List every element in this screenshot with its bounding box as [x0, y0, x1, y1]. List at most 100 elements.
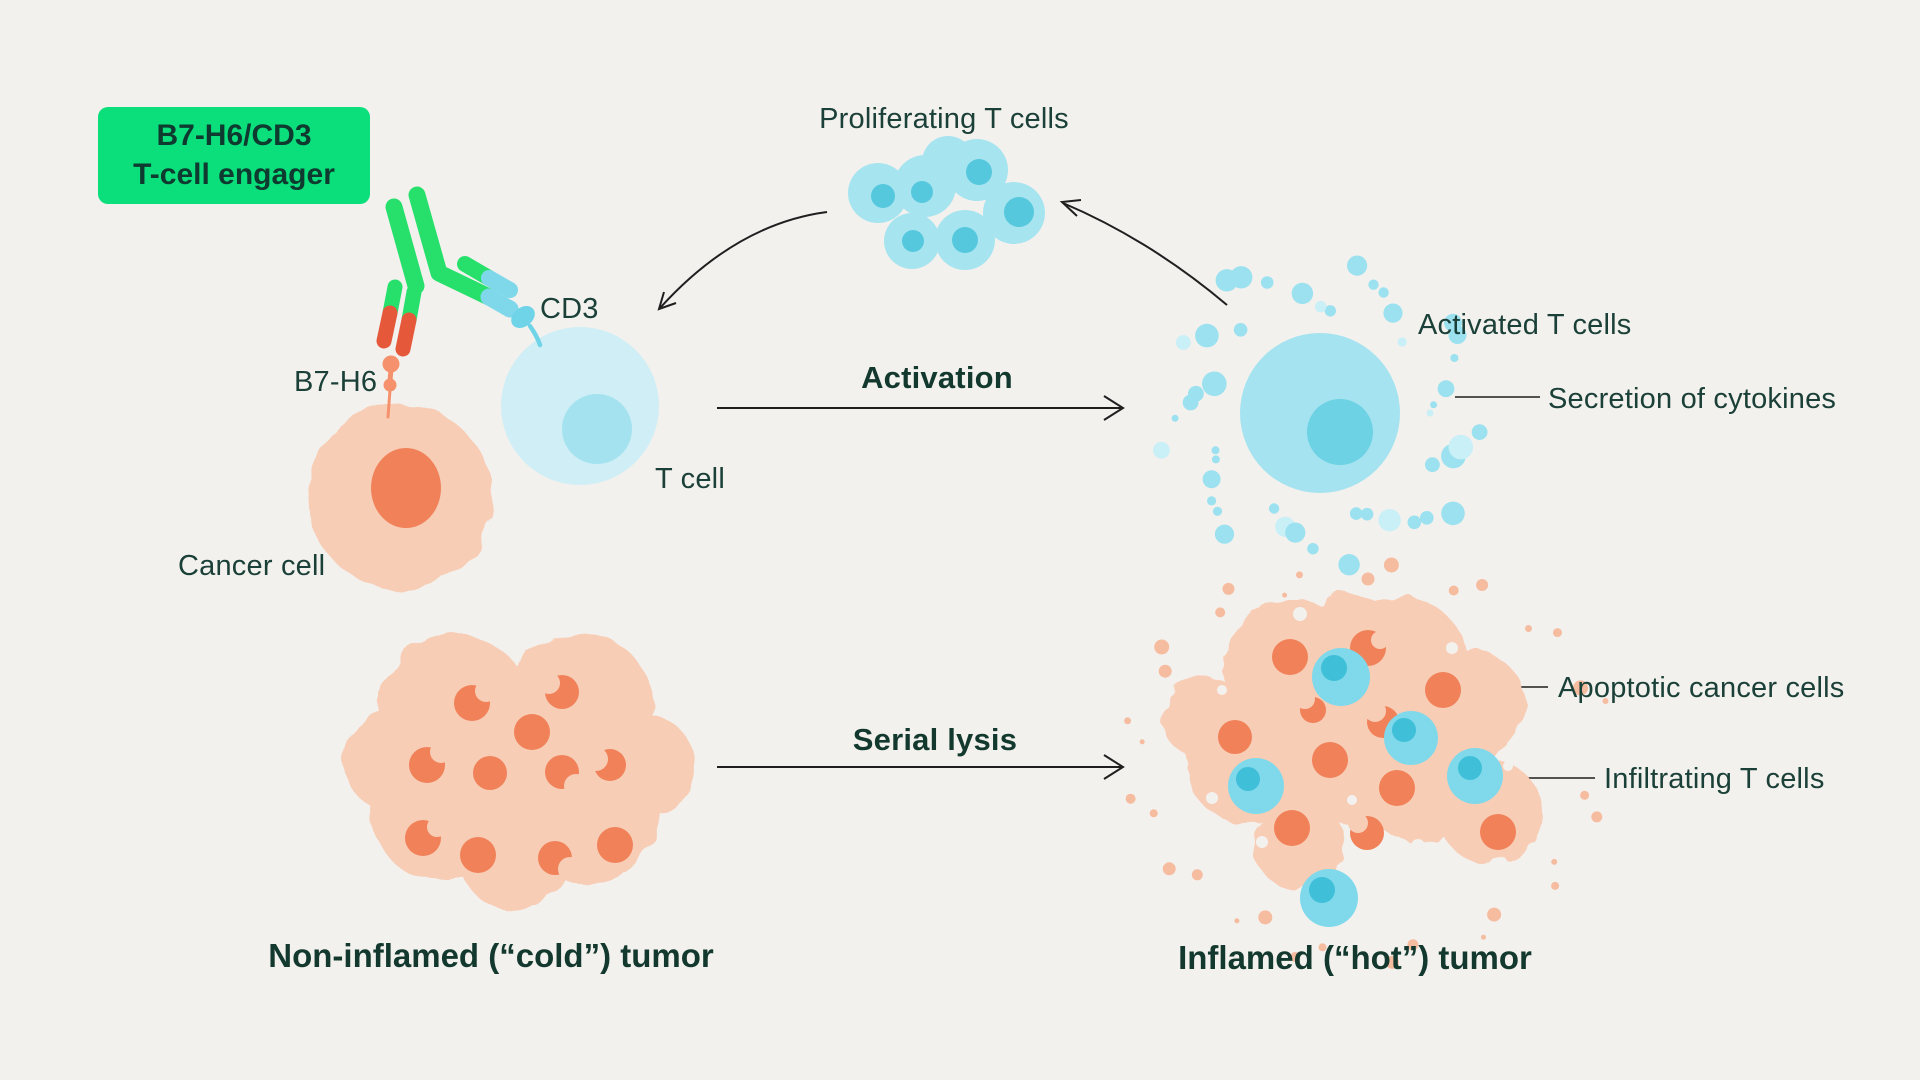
label-b7h6: B7-H6 — [294, 366, 378, 398]
label-cd3: CD3 — [540, 293, 599, 325]
decorative-dot — [1154, 639, 1170, 655]
decorative-dot — [1591, 811, 1603, 823]
decorative-dot — [1191, 869, 1203, 881]
decorative-dot — [1214, 524, 1235, 544]
decorative-dot — [1211, 446, 1220, 455]
decorative-dot — [1215, 269, 1239, 292]
decorative-dot — [1553, 628, 1562, 638]
decorative-dot — [1448, 434, 1474, 460]
decorative-dot — [1182, 394, 1199, 411]
caption-cold-tumor: Non-inflamed (“cold”) tumor — [268, 937, 714, 974]
decorative-dot — [1202, 371, 1227, 397]
decorative-dot — [1282, 592, 1288, 598]
badge-line2: T-cell engager — [133, 157, 335, 191]
decorative-dot — [1171, 414, 1179, 422]
cancer-cell-nucleus — [371, 448, 441, 528]
decorative-dot — [1385, 955, 1399, 969]
decorative-dot — [1162, 862, 1176, 876]
infiltrating-t-cells — [1228, 648, 1503, 927]
decorative-dot — [1476, 579, 1489, 591]
decorative-dot — [1175, 335, 1191, 350]
arrow-curved-right — [1059, 199, 1228, 306]
decorative-dot — [1233, 323, 1248, 337]
decorative-dot — [1296, 571, 1303, 579]
decorative-dot — [1407, 939, 1419, 951]
decorative-dot — [1383, 557, 1399, 573]
decorative-dot — [1481, 934, 1486, 940]
hot-tumor-nuclei — [1218, 630, 1516, 850]
proliferating-t-cells — [848, 136, 1045, 270]
decorative-dot — [1397, 337, 1407, 347]
decorative-dot — [1347, 255, 1368, 276]
decorative-dot — [1360, 507, 1374, 521]
decorative-dot — [1383, 303, 1403, 323]
decorative-dot — [1222, 582, 1235, 595]
decorative-dot — [1318, 943, 1327, 952]
decorative-dot — [1378, 509, 1401, 532]
decorative-dot — [1426, 409, 1434, 417]
cytokine-dots — [1153, 255, 1488, 576]
activated-t-cell-nucleus — [1307, 399, 1373, 465]
decorative-dot — [1149, 809, 1158, 818]
cancer-cell — [308, 405, 492, 589]
decorative-dot — [1215, 607, 1226, 618]
label-activated-t-cells: Activated T cells — [1418, 309, 1632, 341]
decorative-dot — [1551, 881, 1560, 890]
label-cancer-cell: Cancer cell — [178, 550, 326, 582]
cold-tumor-nuclei-bites — [427, 672, 608, 881]
badge-line1: B7-H6/CD3 — [156, 119, 312, 153]
decorative-dot — [1268, 503, 1280, 514]
hot-tumor — [1124, 557, 1609, 969]
label-t-cell: T cell — [655, 463, 725, 495]
decorative-dot — [1202, 470, 1221, 489]
label-serial-lysis: Serial lysis — [852, 722, 1018, 757]
antibody — [376, 186, 519, 357]
decorative-dot — [1153, 441, 1170, 459]
decorative-dot — [1361, 572, 1375, 586]
t-cell — [501, 327, 659, 485]
decorative-dot — [1211, 455, 1220, 464]
activated-t-cell — [1153, 255, 1488, 576]
label-activation: Activation — [861, 360, 1013, 395]
decorative-dot — [1437, 380, 1455, 398]
decorative-dot — [1207, 496, 1217, 506]
engager-badge: B7-H6/CD3 T-cell engager — [98, 107, 370, 204]
decorative-dot — [1258, 910, 1273, 925]
decorative-dot — [1368, 279, 1379, 290]
hot-tumor-nuclei-bites — [1295, 631, 1389, 833]
cold-tumor — [343, 633, 695, 910]
decorative-dot — [1124, 717, 1132, 725]
cd3-antigen — [511, 306, 543, 348]
label-infiltrating-t-cells: Infiltrating T cells — [1604, 763, 1825, 795]
decorative-dot — [1525, 625, 1532, 632]
hot-tumor-holes — [1206, 607, 1513, 853]
decorative-dot — [1234, 918, 1240, 924]
decorative-dot — [1471, 424, 1488, 440]
decorative-dot — [1290, 952, 1301, 962]
label-apoptotic-cancer-cells: Apoptotic cancer cells — [1558, 672, 1845, 704]
decorative-dot — [1314, 300, 1327, 313]
decorative-dot — [1441, 501, 1465, 526]
decorative-dot — [1158, 664, 1172, 678]
arrow-activation — [717, 395, 1125, 421]
decorative-dot — [1125, 793, 1136, 804]
t-cell-nucleus — [562, 394, 632, 464]
decorative-dot — [1338, 554, 1360, 576]
arrow-curved-left — [657, 211, 828, 311]
decorative-dot — [1573, 680, 1588, 696]
decorative-dot — [1407, 515, 1422, 530]
decorative-dot — [1551, 858, 1558, 865]
b7h6-antigen — [382, 355, 400, 419]
decorative-dot — [1430, 401, 1438, 409]
decorative-dot — [1349, 507, 1363, 520]
decorative-dot — [1378, 287, 1389, 298]
cold-tumor-nuclei — [405, 675, 633, 875]
decorative-dot — [1420, 511, 1434, 525]
decorative-dot — [1448, 585, 1459, 596]
caption-hot-tumor: Inflamed (“hot”) tumor — [1178, 939, 1532, 976]
decorative-dot — [1260, 276, 1274, 289]
decorative-dot — [1602, 698, 1609, 704]
decorative-dot — [1285, 522, 1306, 543]
